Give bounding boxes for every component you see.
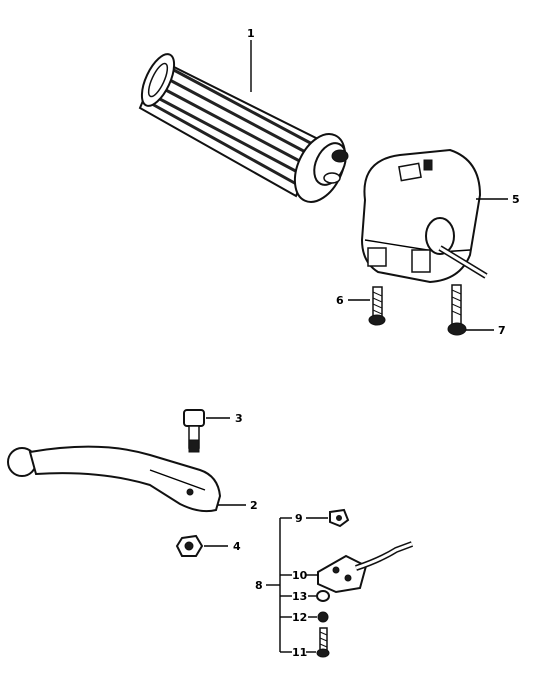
callout-9: 9 (295, 512, 303, 525)
screw-6-part (368, 286, 386, 326)
washer-part (316, 590, 330, 602)
callout-11: 11 (292, 646, 307, 659)
brake-lever-part (7, 445, 222, 513)
callout-8: 8 (255, 579, 263, 592)
callout-10: 10 (292, 569, 308, 582)
callout-7: 7 (498, 324, 506, 337)
callout-2: 2 (250, 499, 258, 512)
callout-1: 1 (247, 27, 255, 40)
switch-housing-part (360, 148, 488, 284)
callout-4: 4 (233, 540, 241, 553)
switch-part (317, 541, 414, 594)
callout-12: 12 (292, 611, 307, 624)
clip-part (329, 508, 350, 528)
lock-washer-part (317, 611, 329, 623)
screw-7-part (447, 284, 467, 336)
callout-5: 5 (512, 193, 520, 206)
screw-11-part (316, 627, 330, 658)
callout-6: 6 (336, 294, 344, 307)
callout-13: 13 (292, 590, 307, 603)
grip-part (138, 53, 349, 203)
pivot-bolt-part (183, 409, 205, 453)
callout-3: 3 (235, 412, 243, 425)
assembly-8-bracket (266, 517, 292, 653)
nut-part (175, 534, 204, 557)
